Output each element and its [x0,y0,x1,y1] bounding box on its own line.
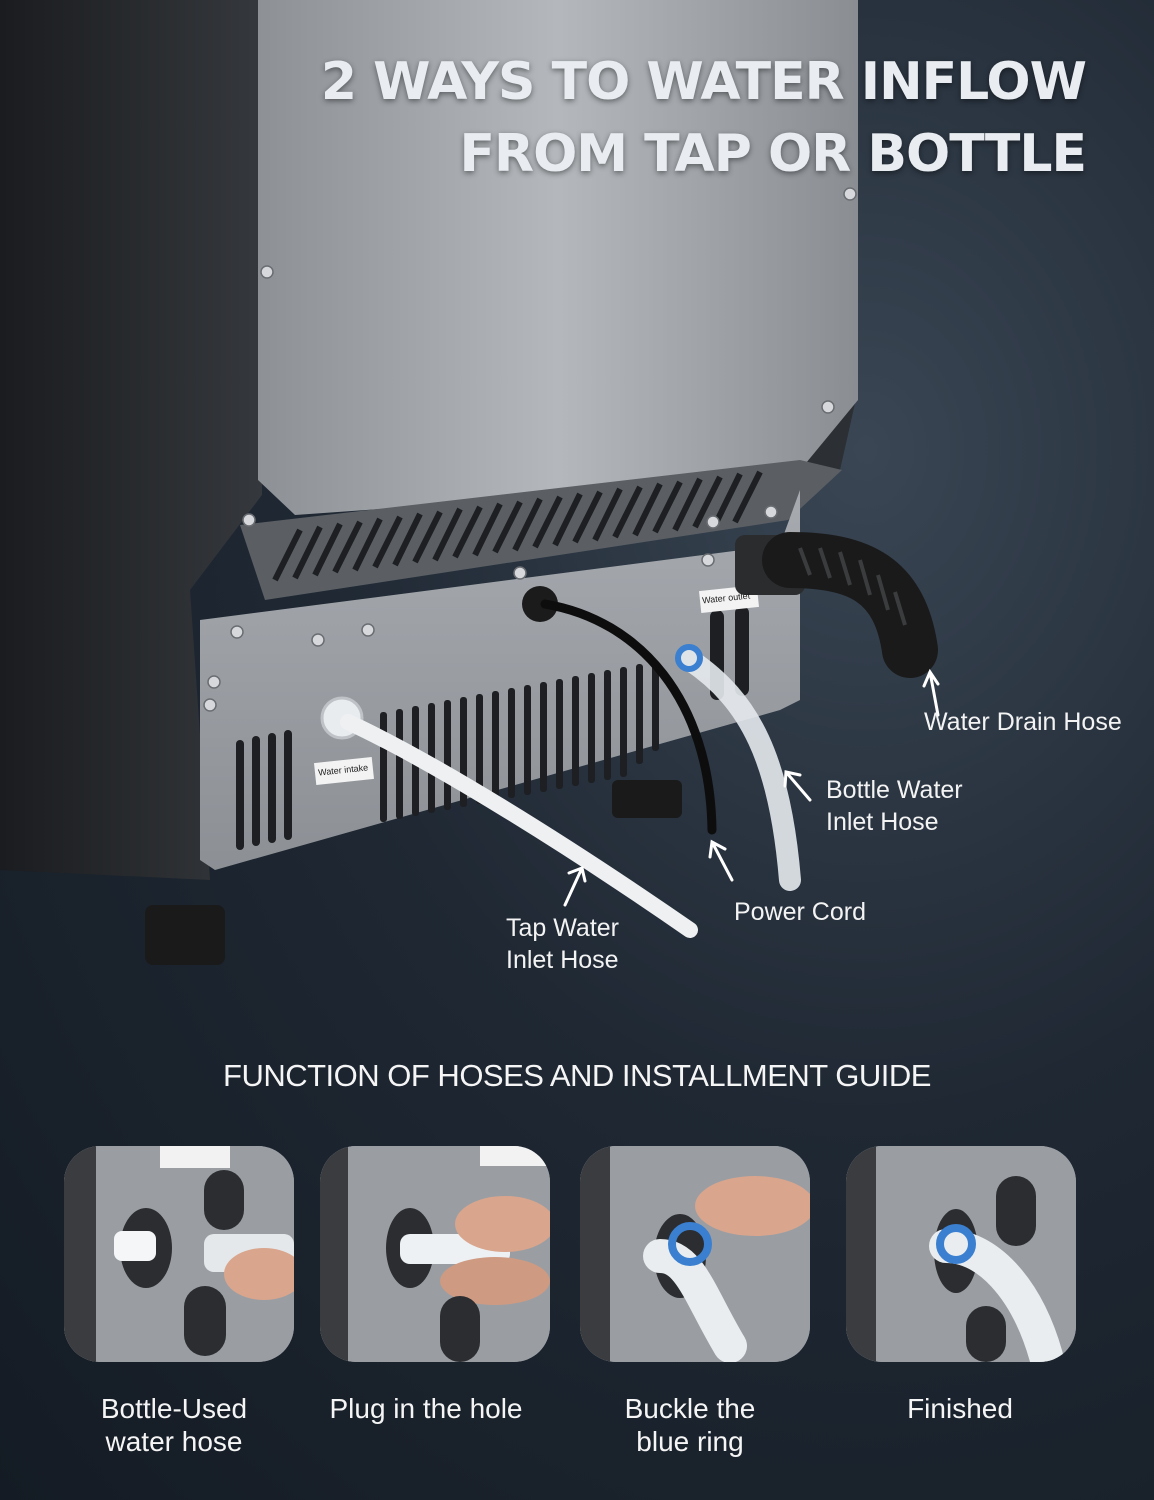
step-1-photo [64,1146,294,1362]
step-2-label-line1: Plug in the hole [329,1393,523,1424]
callout-tap-inlet-line1: Tap Water [506,914,620,942]
step-3-label-line1: Buckle the [624,1393,756,1424]
step-3-label-line2: blue ring [636,1426,744,1457]
step-3-photo [580,1146,810,1362]
callout-tap-inlet-line2: Inlet Hose [506,946,619,974]
callout-tap-inlet: Tap Water Inlet Hose [506,912,619,976]
hero-product-image: 2 WAYS TO WATER INFLOW FROM TAP OR BOTTL… [0,0,1122,976]
hose-fitting-photo-3 [580,1146,810,1362]
step-2-photo [320,1146,550,1362]
hose-fitting-photo-2 [320,1146,550,1362]
step-1-label: Bottle-Used water hose [44,1392,304,1458]
ice-maker-back-illustration [0,0,940,965]
callout-bottle-inlet-line2: Inlet Hose [826,808,939,836]
callout-bottle-inlet: Bottle Water Inlet Hose [826,774,963,838]
callout-power-cord: Power Cord [734,898,866,926]
hose-fitting-photo-4 [846,1146,1076,1362]
hose-fitting-photo-1 [64,1146,294,1362]
step-1-label-line1: Bottle-Used [100,1393,248,1424]
guide-title: FUNCTION OF HOSES AND INSTALLMENT GUIDE [223,1058,931,1093]
step-4-photo [846,1146,1076,1362]
callout-drain-hose: Water Drain Hose [924,708,1122,736]
step-3-label: Buckle the blue ring [560,1392,820,1458]
step-2-label: Plug in the hole [296,1392,556,1425]
step-1-label-line2: water hose [105,1426,243,1457]
headline-line-2: FROM TAP OR BOTTLE [459,124,1087,184]
headline-line-1: 2 WAYS TO WATER INFLOW [320,52,1087,112]
step-4-label-line1: Finished [907,1393,1013,1424]
callout-bottle-inlet-line1: Bottle Water [826,776,963,804]
step-4-label: Finished [830,1392,1090,1425]
